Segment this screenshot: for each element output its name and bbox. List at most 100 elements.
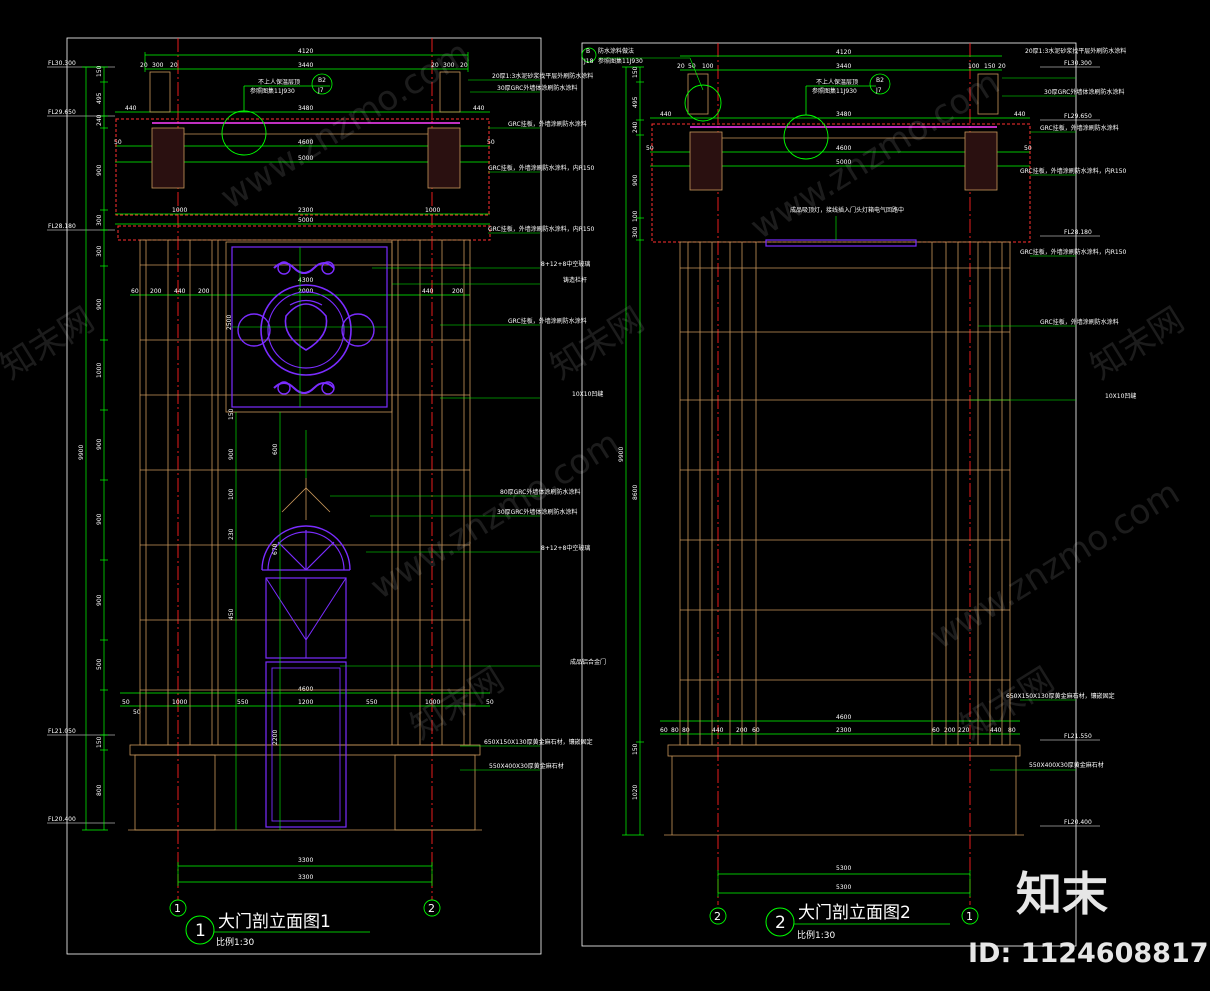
dim-text: 440	[660, 111, 672, 118]
detail-ref: B2	[876, 77, 884, 84]
dim-text: 50	[122, 699, 130, 706]
callout-text: 成品吸顶灯，接线插入门头灯箱电气回路中	[790, 206, 904, 214]
drawing-number-circle	[185, 915, 215, 945]
dim-text: 2200	[272, 730, 279, 745]
dim-text: 50	[486, 699, 494, 706]
dim-text: 440	[473, 105, 485, 112]
callout-texts: 20厚1:3水泥砂浆找平层外刷防水涂料 30厚GRC外墙体涂刷防水涂料 GRC挂…	[1006, 47, 1136, 769]
detail-ref: J7	[875, 87, 882, 94]
dim-text: 150	[228, 408, 235, 420]
dim-text: 5000	[298, 217, 313, 224]
level-label: FL30.300	[1064, 60, 1092, 67]
elevation-drawing-1: FL30.300 FL29.650 FL28.180 FL21.050 FL20…	[47, 38, 606, 948]
callout-leaders	[970, 77, 1076, 771]
dim-text: 9900	[78, 445, 85, 460]
callout-text: 650X150X130厚黄金麻石材，镶嵌固定	[484, 738, 593, 746]
dim-text: 1000	[172, 207, 187, 214]
dim-text: 50	[688, 63, 696, 70]
sheet-frame-2	[581, 42, 1077, 947]
dim-text: 3480	[298, 105, 313, 112]
dim-text: 1000	[96, 363, 103, 378]
dim-text: 4120	[836, 49, 851, 56]
dim-text: 150	[96, 65, 103, 77]
callout-text: 防水涂料做法	[598, 47, 634, 55]
ornament-window	[225, 241, 393, 413]
dim-text: 1200	[298, 699, 313, 706]
callout-text: 650X150X130厚黄金麻石材，镶嵌固定	[1006, 692, 1115, 700]
dim-text: 80	[682, 727, 690, 734]
drawing-scale: 比例1:30	[216, 936, 254, 948]
dim-text: 220	[958, 727, 970, 734]
dim-text: 550	[237, 699, 249, 706]
callout-text: 8+12+8中空玻璃	[541, 544, 590, 552]
dim-text: 4600	[836, 714, 851, 721]
callout-text: 铸造栏杆	[563, 276, 587, 284]
dim-text: 3440	[298, 62, 313, 69]
dim-text: 4300	[298, 277, 313, 284]
callout-text: 8+12+8中空玻璃	[541, 260, 590, 268]
dim-text: 200	[198, 288, 210, 295]
detail-ref: J7	[317, 87, 324, 94]
callout-text: GRC挂板，外墙涂刷防水涂料	[508, 317, 587, 325]
drawing-number: 1	[195, 921, 206, 941]
dim-text: 1000	[425, 207, 440, 214]
dim-text: 200	[944, 727, 956, 734]
dim-text: 20	[677, 63, 685, 70]
dim-text: 4600	[836, 145, 851, 152]
dim-text: 900	[96, 594, 103, 606]
dim-text: 900	[632, 174, 639, 186]
dim-text: 3300	[298, 874, 313, 881]
dim-text: 440	[990, 727, 1002, 734]
dim-text: 50	[646, 145, 654, 152]
vertical-dimension-chain	[622, 66, 644, 836]
ceiling-light	[765, 239, 917, 247]
vertical-dimension-texts: 150 495 240 900 300 300 900 1000 900 900…	[78, 65, 103, 796]
callout-text: 30厚GRC外墙体涂刷防水涂料	[497, 84, 577, 92]
level-label: FL28.180	[1064, 229, 1092, 236]
dim-text: 900	[96, 513, 103, 525]
axis-marker	[423, 899, 441, 917]
dim-text: 5000	[836, 159, 851, 166]
dim-text: 100	[968, 63, 980, 70]
level-label: FL30.300	[48, 60, 76, 67]
dim-text: 3480	[836, 111, 851, 118]
dim-text: 200	[150, 288, 162, 295]
dim-text: 5300	[836, 865, 851, 872]
dim-text: 800	[96, 784, 103, 796]
dim-text: 440	[125, 105, 137, 112]
dim-text: 495	[96, 92, 103, 104]
dim-text: 440	[422, 288, 434, 295]
dim-text: 60	[131, 288, 139, 295]
level-label: FL20.400	[1064, 819, 1092, 826]
brand-logo-text: 知末	[1016, 867, 1108, 921]
dim-text: 300	[96, 214, 103, 226]
dim-text: 100	[702, 63, 714, 70]
dim-text: 2300	[836, 727, 851, 734]
callout-text: GRC挂板，外墙涂刷防水涂料，内R150	[1020, 167, 1127, 175]
level-label: FL29.650	[48, 109, 76, 116]
callout-text: 参照图集11J930	[598, 57, 643, 65]
dim-text: 2500	[226, 315, 233, 330]
callout-text: 参照图集11J930	[250, 87, 295, 95]
dim-text: 150	[632, 66, 639, 78]
dim-text: 2300	[298, 207, 313, 214]
dim-text: 300	[152, 62, 164, 69]
elevation-drawing-2: FL30.300 FL29.650 FL28.180 FL21.550 FL20…	[581, 43, 1136, 941]
dim-text: 240	[96, 114, 103, 126]
dim-text: 1000	[172, 699, 187, 706]
dim-text: 80	[671, 727, 679, 734]
axis-marker	[961, 907, 979, 925]
dim-text: 900	[228, 448, 235, 460]
axis-label: 2	[714, 910, 721, 923]
level-label: FL28.180	[48, 223, 76, 230]
dim-text: 50	[1024, 145, 1032, 152]
callout-text: GRC挂板，外墙涂刷防水涂料	[508, 120, 587, 128]
dim-text: 100	[632, 210, 639, 222]
vertical-dimension-chain	[82, 66, 108, 831]
callout-leaders	[330, 79, 540, 771]
axis-label: 1	[966, 910, 973, 923]
dim-text: 240	[632, 121, 639, 133]
dim-text: 440	[174, 288, 186, 295]
dim-text: 150	[96, 736, 103, 748]
